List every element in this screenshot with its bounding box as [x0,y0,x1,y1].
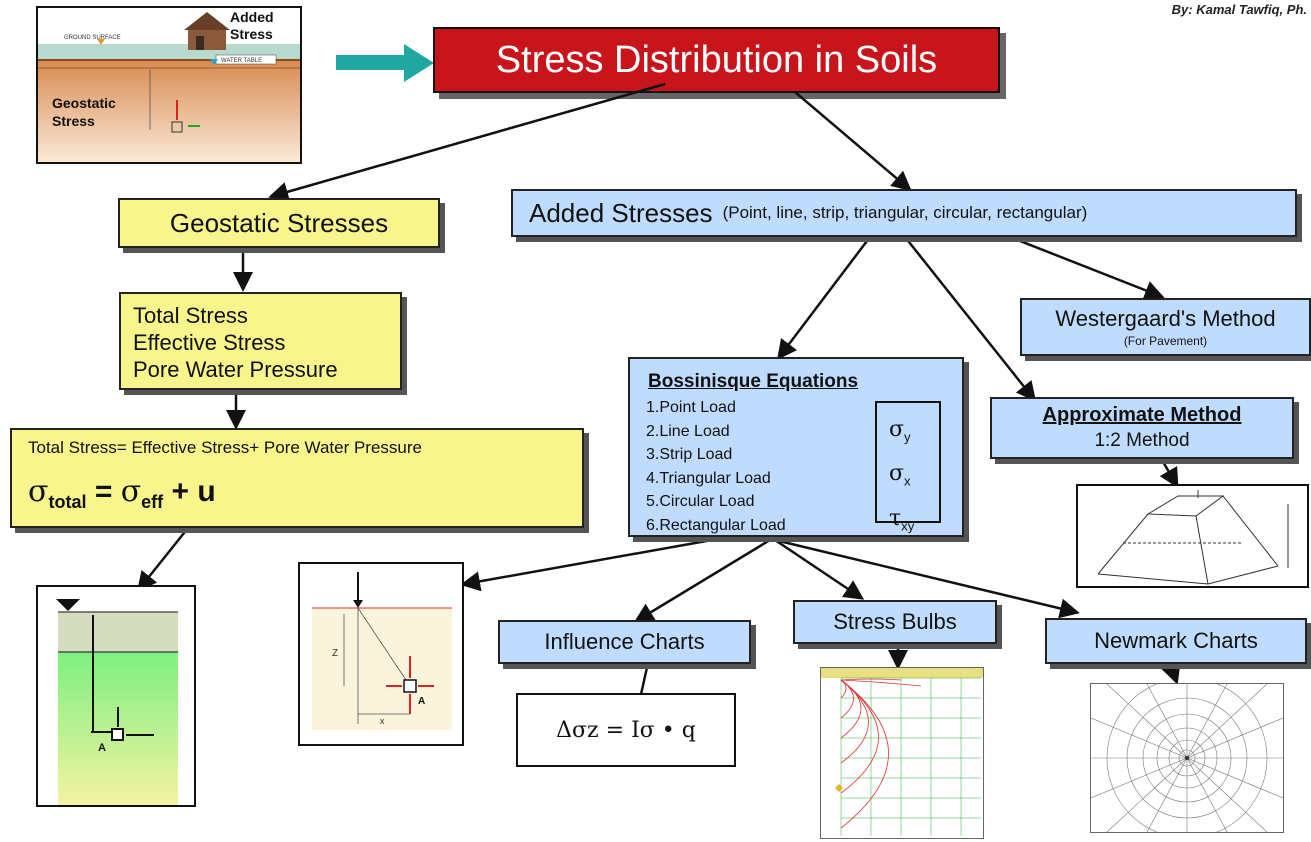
influence-formula-box: Δσz = Iσ • q [516,693,736,767]
ground-surface-label: GROUND SURFACE [64,35,121,41]
geostatic-components-box: Total Stress Effective Stress Pore Water… [119,292,402,390]
soil-profile-illustration: GROUND SURFACE WATER TABLE Added Stress … [38,9,300,162]
approximate-method-title: Approximate Method [1042,404,1242,426]
sigma-symbol-eff: σ [120,474,142,509]
newmark-charts-box: Newmark Charts [1045,618,1307,664]
point-load-illustration: Z A x [312,572,452,730]
westergaard-title: Westergaard's Method [1055,306,1276,331]
newmark-charts-title: Newmark Charts [1094,628,1258,653]
boussinesq-item-strip: 3.Strip Load [646,446,733,463]
stress-bulbs-box: Stress Bulbs [793,600,997,644]
geostatic-stresses-title: Geostatic Stresses [169,207,389,238]
stress-components-box: σy σx τxy [875,401,941,533]
approximate-method-box: Approximate Method 1:2 Method [990,397,1294,459]
soil-column-illustration: A [56,599,178,805]
newmark-chart [1091,684,1283,832]
page-title: Stress Distribution in Soils [433,27,1000,93]
point-a-label: A [98,742,106,754]
element-a-label: A [418,696,425,707]
sigma-x-symbol: σ [889,461,905,487]
boussinesq-title: Bossinisque Equations [648,371,859,392]
westergaard-box: Westergaard's Method (For Pavement) [1020,298,1311,356]
boussinesq-item-line: 2.Line Load [646,422,730,440]
boussinesq-box: Bossinisque Equations 1.Point Load 2.Lin… [628,357,964,537]
sigma-y-symbol: σ [889,417,905,442]
author-byline: By: Kamal Tawfiq, Ph. [1171,2,1307,17]
boussinesq-item-triangular: 4.Triangular Load [646,469,771,487]
depth-z-label: Z [332,648,338,659]
added-stresses-box: Added Stresses (Point, line, strip, tria… [511,189,1297,237]
soil-profile-thumbnail: GROUND SURFACE WATER TABLE Added Stress … [36,6,302,164]
westergaard-subtitle: (For Pavement) [1123,334,1208,348]
geostatic-stresses-box: Geostatic Stresses [118,198,440,248]
boussinesq-item-point: 1.Point Load [646,399,736,416]
stress-bulbs-chart [821,668,983,836]
pyramid-load-illustration [1097,490,1289,585]
approximate-method-thumbnail [1076,484,1309,588]
added-stress-label-2: Stress [230,26,273,42]
newmark-chart-thumbnail [1090,683,1284,833]
tau-xy-symbol: τ [889,505,902,531]
sub-total: total [48,492,87,512]
stress-bulbs-title: Stress Bulbs [833,609,957,634]
point-load-thumbnail: Z A x [298,562,464,746]
added-stress-label-1: Added [230,9,274,25]
total-stress-formula: σtotal = σeff + u [28,474,582,513]
influence-charts-box: Influence Charts [498,620,751,664]
sigma-x-sub: x [904,473,911,489]
plus-u: + u [163,475,216,508]
geostatic-stress-label-2: Stress [52,113,95,129]
boussinesq-item-circular: 5.Circular Load [646,493,755,510]
geo-list-item-pore: Pore Water Pressure [133,357,338,382]
boussinesq-item-rectangular: 6.Rectangular Load [646,516,786,534]
sigma-symbol: σ [28,474,49,509]
water-table-label: WATER TABLE [221,58,262,64]
total-stress-equation-box: Total Stress= Effective Stress+ Pore Wat… [10,428,584,528]
geostatic-stress-label-1: Geostatic [52,95,116,111]
tau-xy-sub: xy [901,518,915,534]
sigma-y-sub: y [904,429,911,445]
added-stresses-subtitle: (Point, line, strip, triangular, circula… [722,203,1088,222]
geo-list-item-effective: Effective Stress [133,330,286,355]
geo-list-item-total: Total Stress [133,303,248,328]
equals-sign: = [86,475,121,508]
teal-arrow-icon [336,44,434,82]
approximate-method-subtitle: 1:2 Method [1094,430,1190,451]
soil-column-thumbnail: A [36,585,196,807]
stress-bulbs-thumbnail [820,667,984,839]
total-stress-equation-text: Total Stress= Effective Stress+ Pore Wat… [28,438,422,457]
influence-charts-title: Influence Charts [544,629,705,654]
added-stresses-title: Added Stresses [529,197,713,228]
boussinesq-list: 1.Point Load 2.Line Load 3.Strip Load 4.… [646,396,786,537]
sub-eff: eff [141,492,164,512]
influence-formula: Δσz = Iσ • q [556,717,696,743]
offset-x-label: x [380,716,385,726]
